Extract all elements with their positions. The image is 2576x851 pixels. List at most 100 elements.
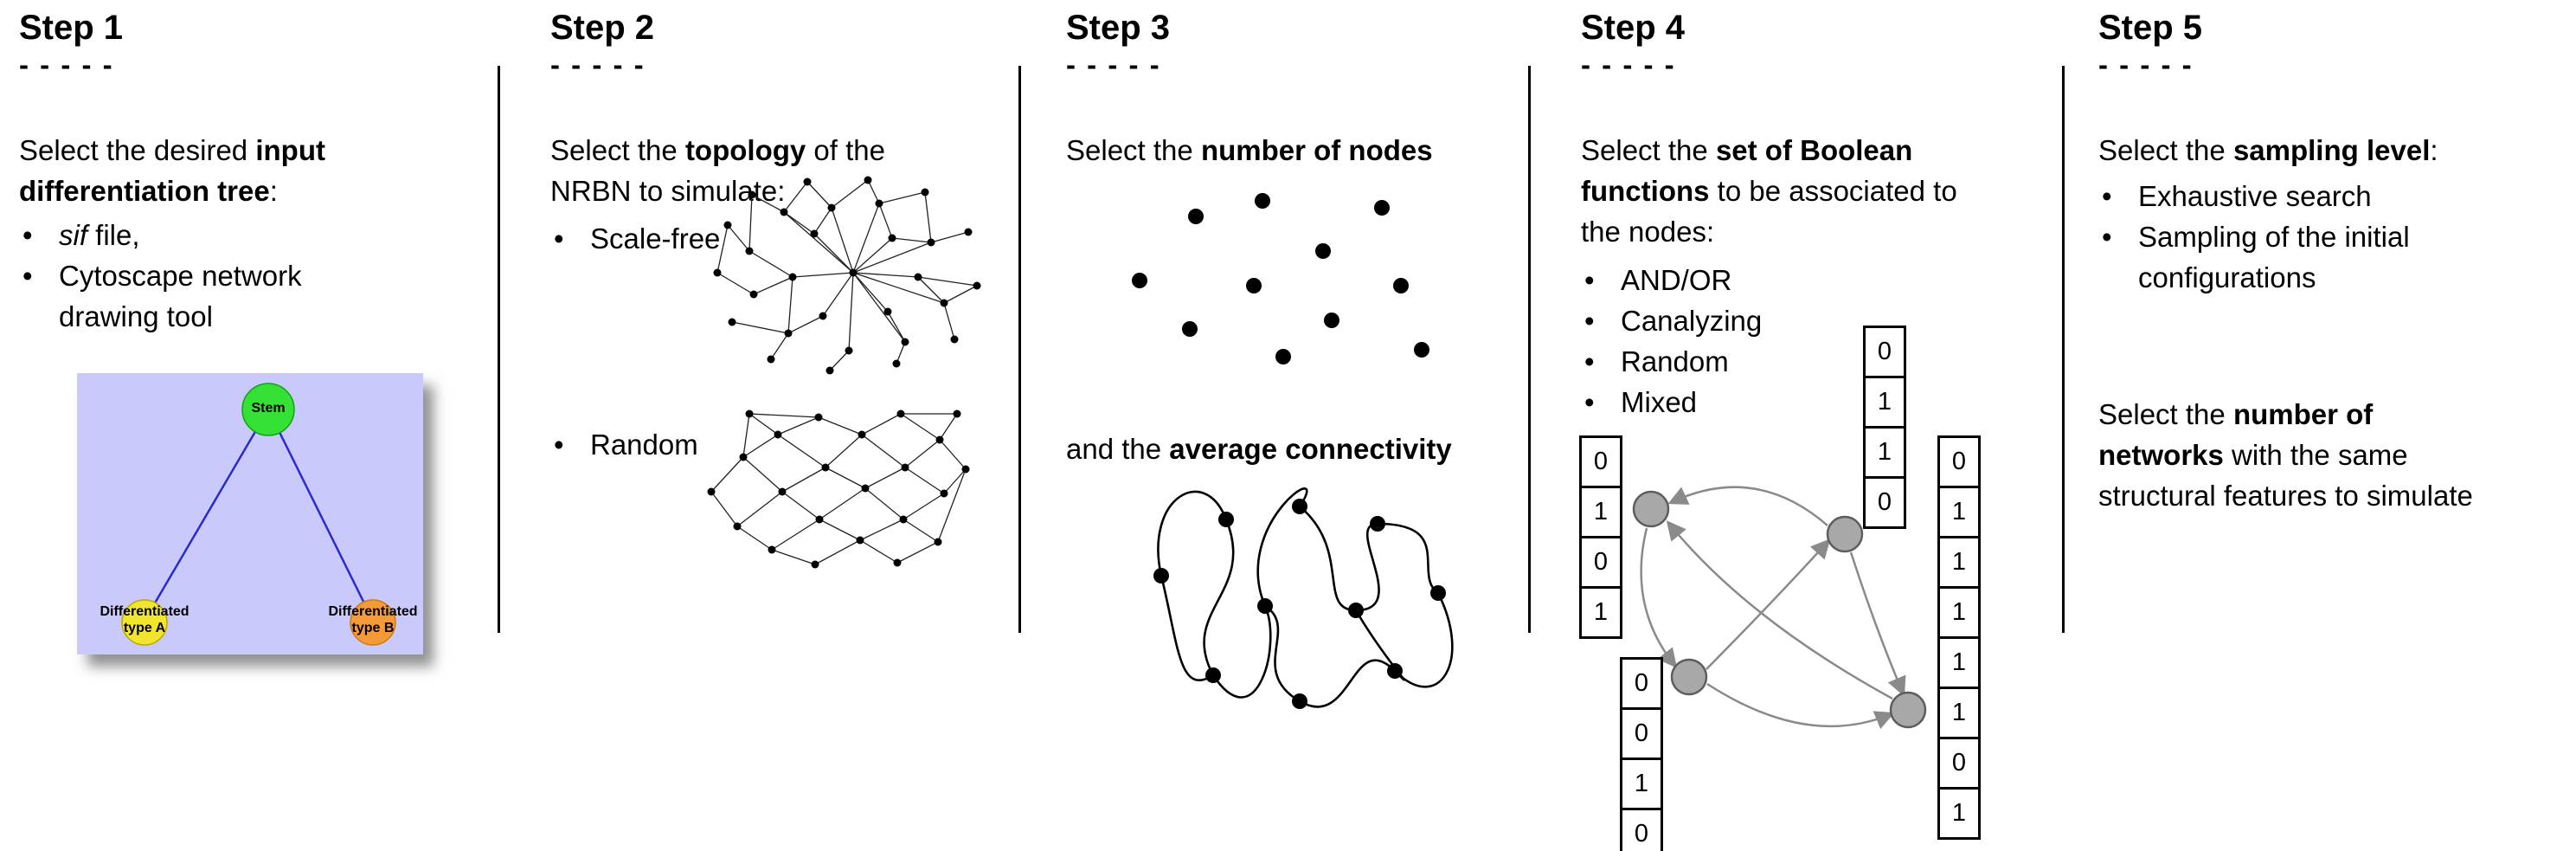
step-2-intro-line2: NRBN to simulate: — [550, 175, 786, 207]
bullet-text: Cytoscape network drawing tool — [59, 260, 302, 332]
bullet-text: Random — [1621, 345, 1729, 377]
step-4-intro-bold1: set of Boolean — [1715, 134, 1913, 166]
bullet-text: Random — [590, 429, 698, 461]
truth-table-cell: 0 — [1620, 657, 1663, 710]
step-4-column: Step 4 - - - - - Select the set of Boole… — [1579, 0, 2062, 851]
step-1-intro: Select the desired input differentiation… — [19, 130, 486, 211]
step-5-second: Select the number of networks with the s… — [2098, 394, 2576, 516]
boolean-network-svg — [1632, 486, 1927, 730]
step-1-title: Step 1 — [19, 9, 124, 47]
step-5-intro-bold: sampling level — [2232, 134, 2431, 166]
step-5-second-pre: Select the — [2098, 398, 2233, 430]
truth-table-cell: 1 — [1937, 687, 1981, 739]
truth-table-cell: 0 — [1620, 707, 1663, 760]
step-5-intro-post: : — [2430, 134, 2438, 166]
random-bullet: • Random — [550, 424, 827, 465]
bullet-glyph: • — [1584, 264, 1595, 296]
bullet-glyph: • — [1584, 305, 1595, 337]
step-4-title: Step 4 — [1581, 9, 1686, 47]
step-4-intro: Select the set of Boolean functions to b… — [1581, 130, 2062, 252]
step-4-intro-mid: to be associated to — [1709, 175, 1957, 207]
bullet-text: Sampling of the initial configurations — [2138, 221, 2410, 293]
truth-table-cell: 1 — [1620, 758, 1663, 810]
bullet-text: Exhaustive search — [2138, 180, 2372, 212]
step-3-column: Step 3 - - - - - Select the number of no… — [1066, 0, 1538, 851]
divider-2 — [1018, 66, 1021, 633]
scale-free-network-image — [713, 176, 981, 375]
bullet-glyph: • — [554, 222, 564, 255]
step-5-dashes: - - - - - — [2098, 48, 2194, 81]
step-5-column: Step 5 - - - - - Select the sampling lev… — [2098, 0, 2576, 851]
step-3-line1-pre: Select the — [1066, 134, 1201, 166]
step-4-bullet-list: • AND/OR • Canalyzing • Random • Mixed — [1581, 260, 1944, 422]
tree-edge-left — [143, 409, 270, 622]
truth-table-cell: 1 — [1937, 586, 1981, 639]
bullet-text: Mixed — [1621, 386, 1698, 418]
differentiated-a-label: Differentiated type A — [100, 604, 190, 635]
truth-table-cell: 0 — [1937, 435, 1981, 488]
truth-table-cell: 1 — [1579, 586, 1622, 639]
step-5-second-mid: with the same — [2223, 439, 2408, 471]
step-4-intro-bold2: functions — [1581, 175, 1710, 207]
sif-italic: sif — [59, 219, 87, 251]
step-5-intro-pre: Select the — [2098, 134, 2233, 166]
step-5-intro: Select the sampling level: — [2098, 130, 2576, 171]
divider-3 — [1528, 66, 1531, 633]
step-2-intro-bold: topology — [684, 134, 806, 166]
bullet-text: Canalyzing — [1621, 305, 1763, 337]
bullet-glyph: • — [22, 219, 33, 251]
differentiated-b-node — [350, 599, 396, 646]
step-1-intro-post: : — [269, 175, 278, 207]
bullet-item: • sif file, — [19, 215, 400, 255]
bullet-glyph: • — [554, 429, 564, 461]
step-2-intro-mid: of the — [806, 134, 885, 166]
boolean-network-image: 0 1 0 1 0 1 1 0 0 0 1 0 0 1 1 1 — [1574, 320, 2007, 851]
truth-table-cell: 1 — [1863, 376, 1906, 429]
step-1-column: Step 1 - - - - - Select the desired inpu… — [19, 0, 504, 851]
truth-table-cell: 0 — [1863, 326, 1906, 378]
step-2-dashes: - - - - - — [550, 48, 646, 81]
divider-4 — [2062, 66, 2065, 633]
step-5-second-line3: structural features to simulate — [2098, 480, 2473, 512]
truth-table-cell: 0 — [1579, 536, 1622, 589]
step-1-bullet-list: • sif file, • Cytoscape network drawing … — [19, 215, 400, 337]
sif-rest: file, — [87, 219, 140, 251]
truth-table-cell: 1 — [1863, 426, 1906, 479]
tree-svg — [121, 383, 396, 646]
bullet-glyph: • — [1584, 345, 1595, 377]
step-5-bullet-list: • Exhaustive search • Sampling of the init… — [2098, 176, 2514, 298]
bullet-glyph: • — [2102, 221, 2112, 253]
step-4-intro-pre: Select the — [1581, 134, 1716, 166]
stem-node — [241, 383, 295, 436]
step-5-second-bold1: number of — [2232, 398, 2374, 430]
connectivity-network-image — [1153, 487, 1454, 709]
step-3-line1: Select the number of nodes — [1066, 130, 1538, 171]
step-5-title: Step 5 — [2098, 9, 2203, 47]
step-1-intro-pre: Select the desired — [19, 134, 256, 166]
truth-table-cell: 1 — [1937, 636, 1981, 689]
step-2-intro: Select the topology of the NRBN to simul… — [550, 130, 1018, 211]
truth-table-top: 0 1 1 0 — [1863, 326, 1906, 529]
step-1-dashes: - - - - - — [19, 48, 114, 81]
step-3-dashes: - - - - - — [1066, 48, 1161, 81]
step-4-intro-line3: the nodes: — [1581, 216, 1715, 248]
bullet-item: • Cytoscape network drawing tool — [19, 255, 400, 337]
step-2-intro-pre: Select the — [550, 134, 685, 166]
bullet-text: AND/OR — [1621, 264, 1732, 296]
nodes-dots-image — [1132, 193, 1429, 364]
truth-table-cell: 0 — [1579, 435, 1622, 488]
differentiation-tree-image: Stem Differentiated type A Differentiate… — [77, 373, 423, 654]
truth-table-cell: 0 — [1620, 808, 1663, 851]
bullet-glyph: • — [1584, 386, 1595, 418]
step-3-line2: and the average connectivity — [1066, 429, 1538, 469]
truth-table-cell: 0 — [1863, 476, 1906, 529]
step-1-intro-bold1: input — [255, 134, 325, 166]
truth-table-bottom-left: 0 0 1 0 — [1620, 657, 1663, 851]
truth-table-left: 0 1 0 1 — [1579, 435, 1622, 639]
step-2-column: Step 2 - - - - - Select the topology of … — [550, 0, 1018, 851]
bullet-glyph: • — [2102, 180, 2112, 212]
step-1-intro-bold2: differentiation tree — [19, 175, 270, 207]
stem-label: Stem — [251, 401, 286, 416]
truth-table-cell: 0 — [1937, 737, 1981, 790]
